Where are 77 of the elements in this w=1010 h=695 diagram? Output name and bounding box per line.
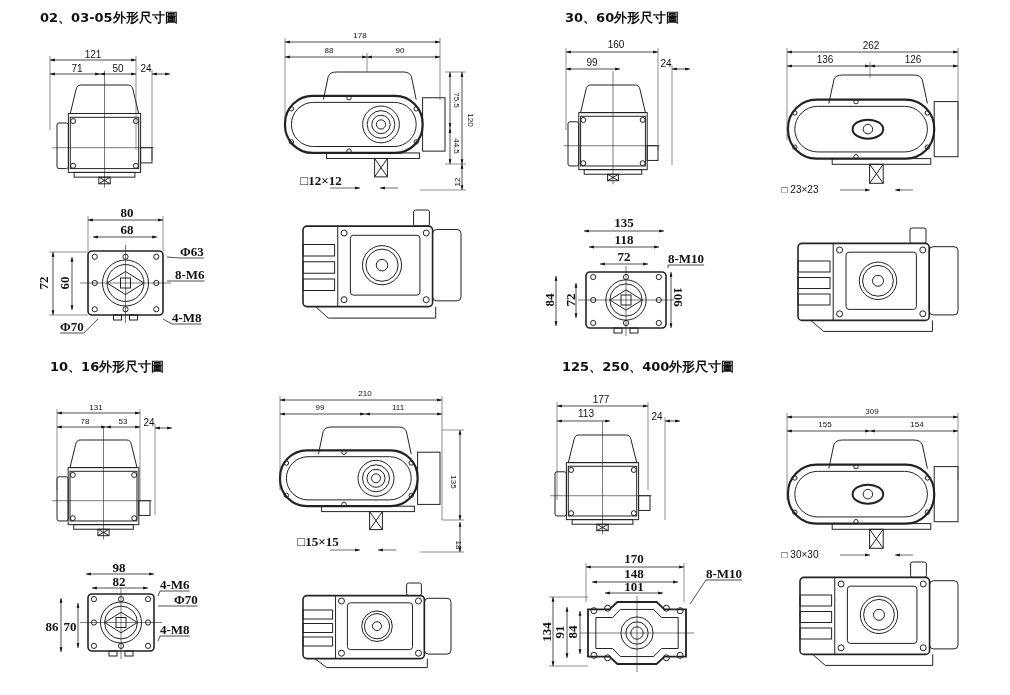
dimension-label: 120 — [466, 113, 474, 127]
dimension-label: 53 — [118, 418, 128, 426]
dimension-label: 262 — [862, 41, 880, 51]
dimension-label: 154 — [910, 421, 924, 429]
dimension-label: 44.5 — [452, 138, 460, 154]
dimension-label: 155 — [818, 421, 832, 429]
callout-label: 4-M6 — [160, 578, 190, 591]
dimension-label: 121 — [84, 50, 102, 60]
callout-label: Φ70 — [60, 320, 84, 333]
callout-label: 4-M8 — [160, 623, 190, 636]
dimension-label: 113 — [578, 409, 594, 419]
dimension-label: 12 — [454, 177, 462, 187]
dimension-label: 99 — [315, 404, 325, 412]
dimension-label: 210 — [358, 390, 372, 398]
dimension-label: 60 — [57, 276, 73, 290]
callout-label: 8-M10 — [668, 252, 705, 265]
dimension-label: 71 — [71, 64, 83, 74]
leader-line — [166, 256, 205, 259]
dimension-label: 24 — [140, 64, 152, 74]
dimension-label: 84 — [542, 293, 558, 307]
callout-label: Φ63 — [180, 245, 204, 258]
dimension-label: 68 — [120, 222, 134, 238]
dimension-label: 148 — [624, 566, 644, 582]
leader-line — [667, 264, 705, 269]
dimension-label: 177 — [592, 395, 610, 405]
dimension-label: 131 — [89, 404, 103, 412]
dimension-label: 309 — [865, 408, 879, 416]
section-heading: 30、60外形尺寸圖 — [565, 9, 680, 27]
dimension-label: 135 — [614, 215, 634, 231]
dimension-label: 99 — [586, 58, 598, 68]
dimension-label: 86 — [45, 619, 59, 635]
dimension-label: 170 — [624, 551, 644, 567]
dimension-label: □ 23×23 — [781, 185, 819, 195]
dimension-label: 70 — [63, 619, 77, 635]
dimension-label: 136 — [816, 55, 834, 65]
dimension-label: □12×12 — [300, 173, 342, 189]
dimension-label: 101 — [624, 579, 644, 595]
leader-line — [157, 590, 190, 597]
dimension-label: 98 — [112, 560, 126, 576]
dimension-label: □ 30×30 — [781, 550, 819, 560]
section-heading: 10、16外形尺寸圖 — [50, 358, 165, 376]
dimension-label: 84 — [565, 625, 581, 639]
leader-line — [157, 635, 190, 642]
leader-line — [689, 579, 743, 605]
dimension-label: 90 — [395, 47, 405, 55]
section-heading: 02、03-05外形尺寸圖 — [40, 9, 178, 27]
dimension-label: 78 — [80, 418, 90, 426]
leader-line — [59, 318, 99, 334]
dimension-label: 160 — [607, 40, 625, 50]
dimension-label: 24 — [651, 412, 663, 422]
dimension-label: 80 — [120, 205, 134, 221]
dimension-label: 88 — [324, 47, 334, 55]
dimension-label: 24 — [143, 418, 155, 428]
dimension-label: 111 — [391, 404, 405, 412]
leader-line — [166, 280, 205, 282]
dimension-label: 72 — [563, 293, 579, 307]
section-heading: 125、250、400外形尺寸圖 — [562, 358, 735, 376]
callout-label: 8-M6 — [175, 268, 205, 281]
callout-label: 4-M8 — [172, 311, 202, 324]
dimension-label: 91 — [552, 625, 568, 639]
dimension-label: □15×15 — [297, 534, 339, 550]
dimension-label: 118 — [614, 232, 634, 248]
dimension-label: 134 — [539, 622, 555, 642]
leader-line — [157, 605, 199, 607]
dimension-label: 135 — [449, 475, 457, 489]
dimension-label: 106 — [670, 287, 686, 307]
dimension-label: 72 — [617, 249, 631, 265]
dimension-label: 72 — [36, 276, 52, 290]
dimension-label: 126 — [904, 55, 922, 65]
dimension-label: 82 — [112, 574, 126, 590]
dimension-label: 24 — [660, 59, 672, 69]
dimension-label: 50 — [112, 64, 124, 74]
callout-label: 8-M10 — [706, 567, 743, 580]
dimension-label: 75.5 — [452, 92, 460, 108]
leader-line — [162, 318, 202, 325]
callout-label: Φ70 — [174, 593, 198, 606]
dimension-label: 178 — [353, 32, 367, 40]
